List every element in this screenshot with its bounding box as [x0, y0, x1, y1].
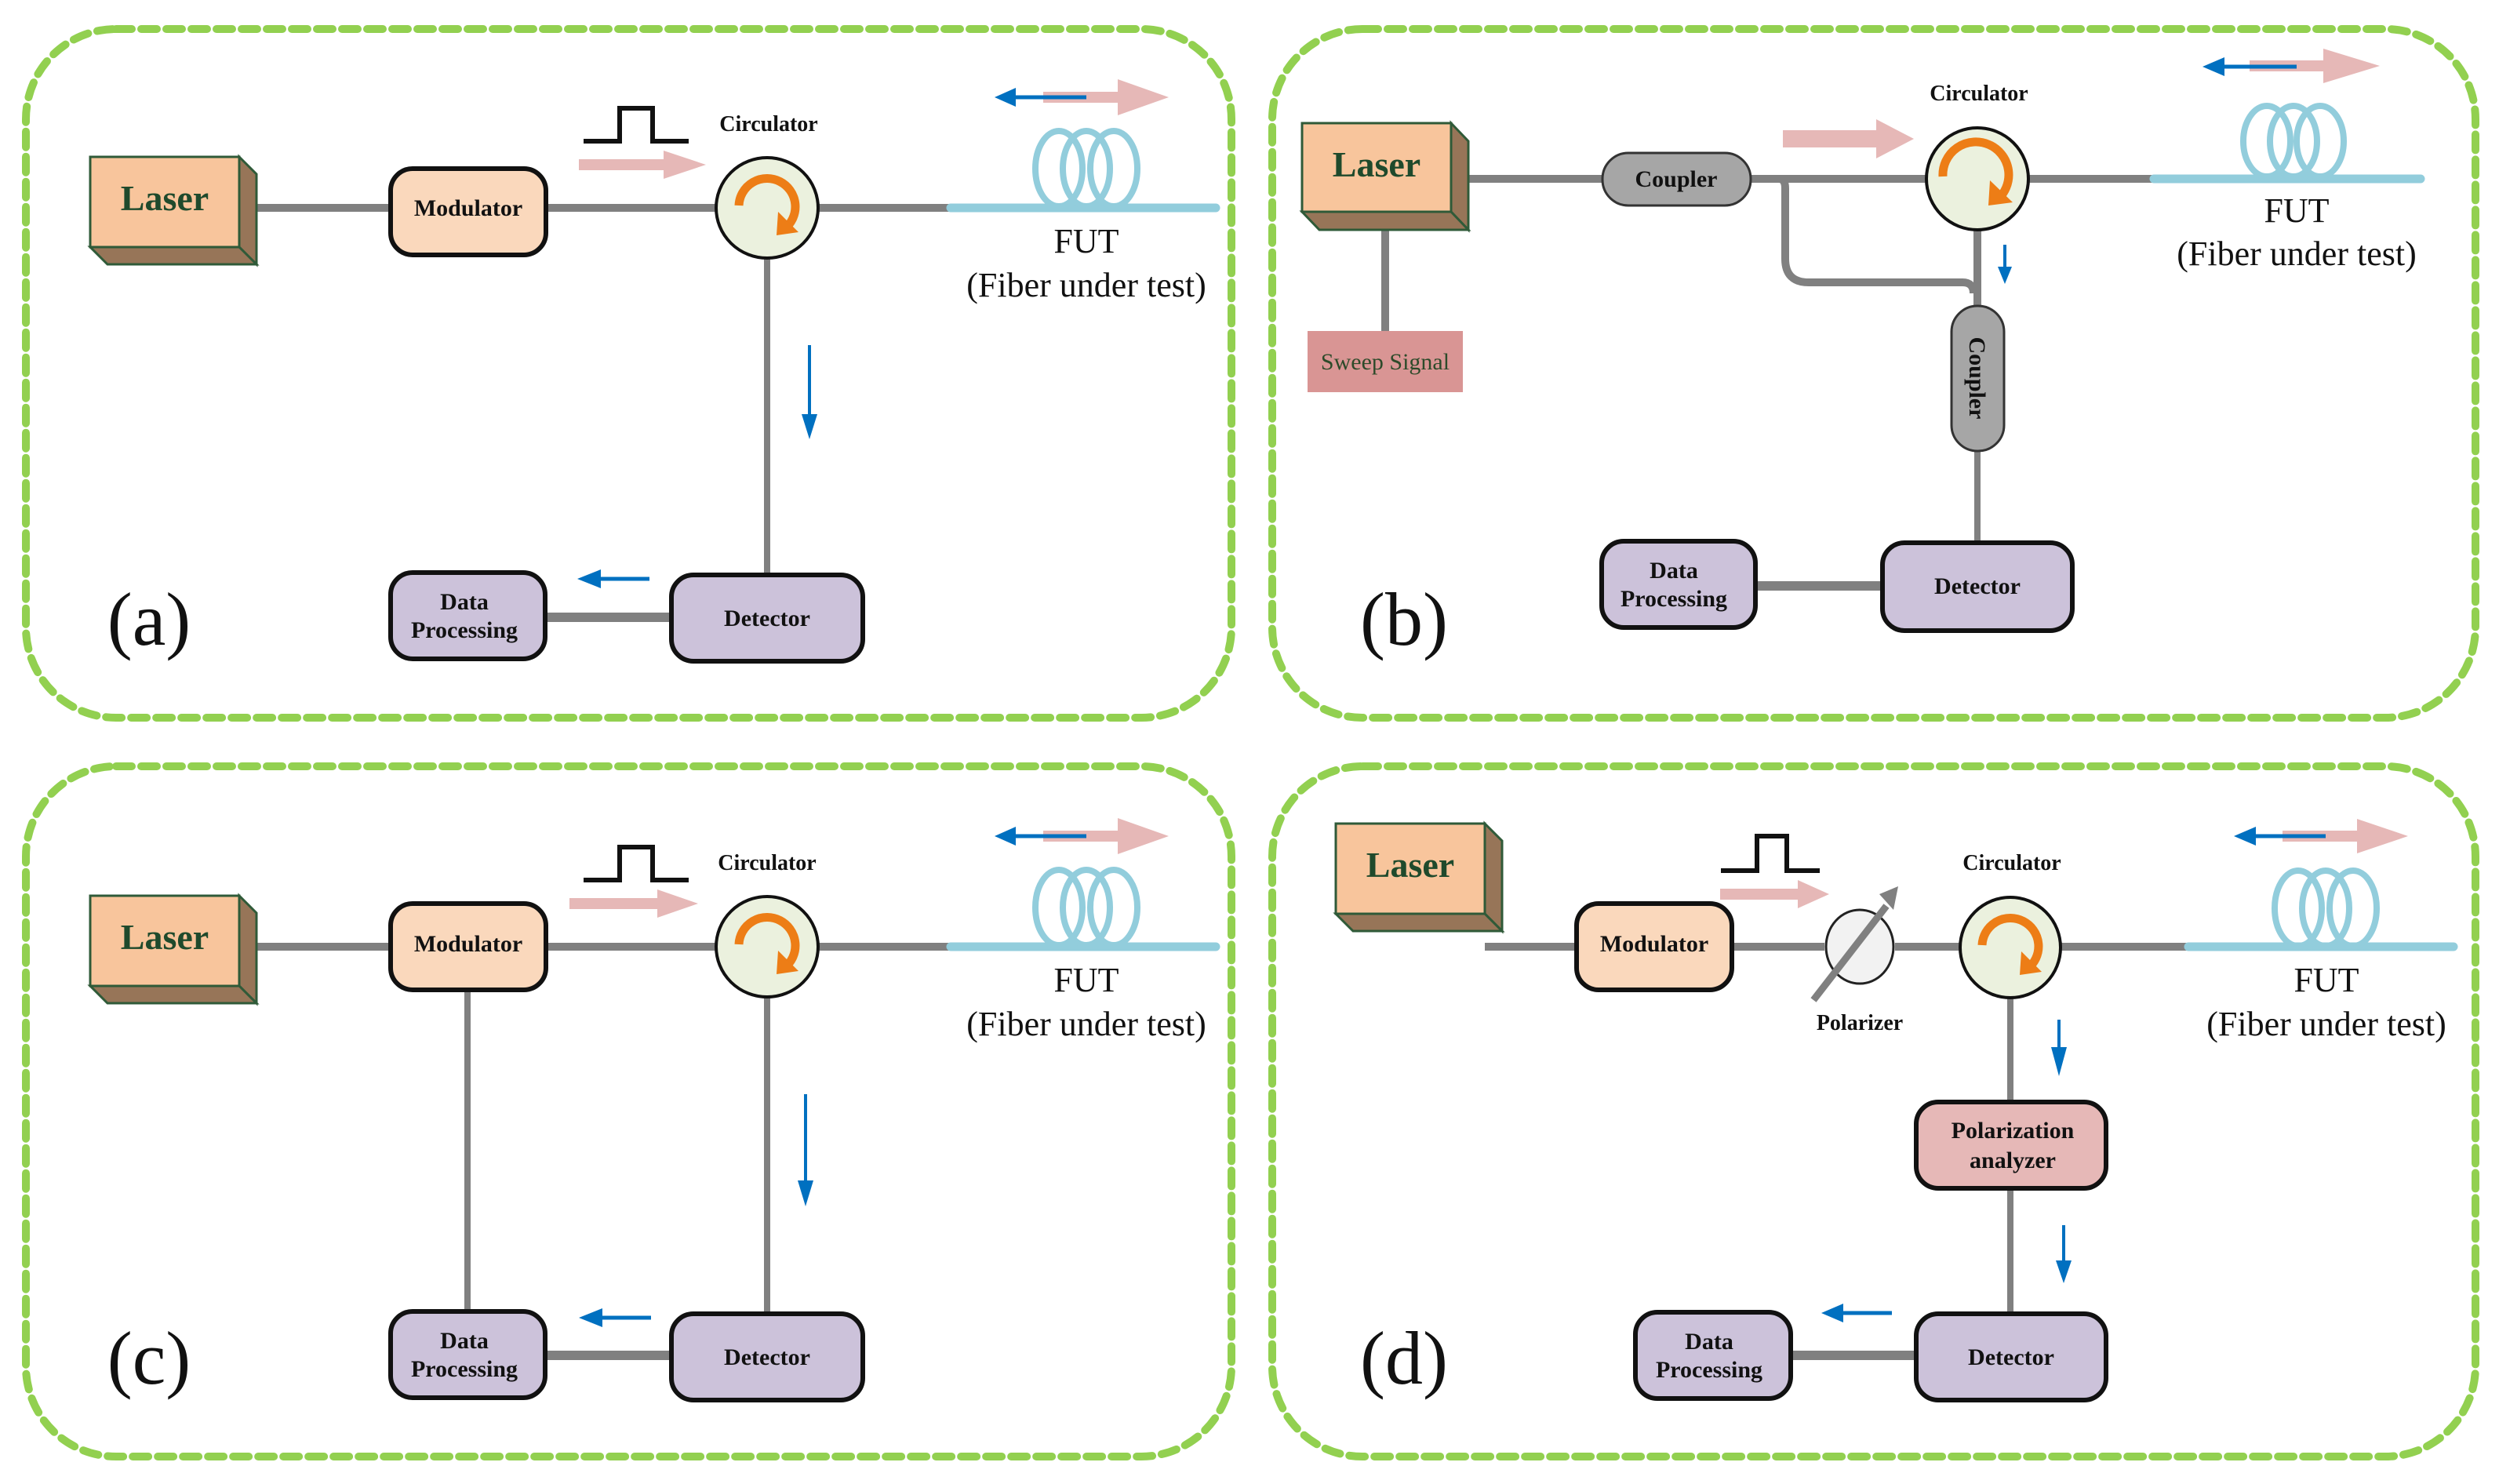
modulator-block: Modulator [1574, 901, 1734, 992]
panel-letter: (a) [107, 577, 191, 661]
down-arrow-icon [1998, 245, 2012, 284]
detector-label: Detector [724, 1344, 810, 1370]
coupler-block: Coupler [1601, 151, 1752, 207]
panel-border [22, 25, 1235, 722]
modulator-label: Modulator [1600, 931, 1708, 957]
data-processing-label-line1: Data [1650, 558, 1698, 584]
pol-analyzer-label-line1: Polarization [1952, 1118, 2075, 1144]
laser-block: Laser [1299, 120, 1471, 233]
circulator-label: Circulator [718, 851, 816, 875]
down-arrow-icon [798, 1094, 813, 1206]
laser-label: Laser [1333, 144, 1420, 184]
data-processing-block: Data Processing [1599, 539, 1758, 630]
coupler-label: Coupler [1635, 166, 1718, 192]
detector-block: Detector [1880, 540, 2075, 633]
fut-label: FUT [1053, 222, 1119, 260]
modulator-block: Modulator [388, 166, 548, 257]
forward-arrow-icon [569, 889, 698, 918]
forward-arrow-icon [579, 151, 706, 179]
detector-block: Detector [1914, 1311, 2108, 1402]
laser-label: Laser [121, 178, 209, 218]
data-processing-label-line2: Processing [1656, 1357, 1762, 1383]
panel-letter: (c) [107, 1316, 191, 1400]
forward-arrow-icon [1720, 880, 1829, 908]
circulator-icon [1959, 896, 2062, 999]
detector-label: Detector [1934, 573, 2021, 599]
data-processing-block: Data Processing [1633, 1310, 1793, 1401]
data-processing-label-line1: Data [440, 589, 489, 615]
panel-border [1268, 762, 2479, 1460]
fut-full-label: (Fiber under test) [966, 1005, 1206, 1043]
data-processing-label-line1: Data [440, 1328, 489, 1354]
coupler-vertical-block: Coupler [1950, 304, 2006, 453]
fiber-coupler-branch [1771, 175, 1977, 294]
fut-label: FUT [2264, 191, 2329, 230]
coupler-vertical-label: Coupler [1964, 337, 1990, 420]
circulator-icon [715, 895, 820, 998]
backscatter-arrow-icon [2203, 57, 2297, 76]
panel-border [1268, 25, 2479, 722]
pulse-icon [584, 106, 689, 144]
circulator-label: Circulator [719, 112, 817, 136]
laser-block: Laser [1333, 820, 1505, 934]
data-processing-block: Data Processing [388, 570, 547, 661]
detector-block: Detector [669, 1311, 865, 1402]
fiber-coil-icon [2240, 103, 2347, 180]
down-arrow-icon [2051, 1020, 2067, 1076]
detector-block: Detector [669, 573, 865, 664]
pol-analyzer-label-line2: analyzer [1970, 1148, 2056, 1173]
circulator-icon [715, 156, 820, 260]
fut-full-label: (Fiber under test) [966, 266, 1206, 304]
down-arrow-icon [2056, 1225, 2072, 1283]
modulator-block: Modulator [388, 901, 548, 992]
modulator-label: Modulator [414, 195, 522, 221]
polarizer-label: Polarizer [1817, 1011, 1903, 1035]
backscatter-arrow-icon [995, 88, 1086, 107]
forward-arrow-icon [1783, 119, 1914, 158]
backscatter-arrow-icon [2234, 827, 2326, 846]
data-processing-label-line2: Processing [411, 617, 518, 643]
fut-label: FUT [1053, 961, 1119, 999]
backscatter-arrow-icon [995, 827, 1086, 846]
fiber-coil-icon [1032, 867, 1140, 948]
pulse-icon [1721, 834, 1820, 873]
pulse-icon [584, 845, 689, 882]
down-arrow-icon [802, 345, 817, 439]
detector-label: Detector [724, 606, 810, 631]
panel-c: Laser Modulator Circulator [22, 762, 1235, 1460]
panel-letter: (b) [1360, 577, 1448, 661]
fiber-coil-icon [1032, 128, 1140, 209]
panel-letter: (d) [1360, 1316, 1448, 1400]
detector-label: Detector [1968, 1344, 2054, 1370]
pol-analyzer-block: Polarization analyzer [1914, 1100, 2108, 1191]
sweep-signal-label: Sweep Signal [1321, 349, 1450, 375]
circulator-label: Circulator [1930, 82, 2028, 106]
panel-a: Laser Modulator Circulator [22, 25, 1235, 722]
fut-label: FUT [2293, 961, 2359, 999]
laser-label: Laser [1366, 845, 1454, 885]
panel-border [22, 762, 1235, 1460]
circulator-label: Circulator [1962, 851, 2061, 875]
panel-d: Laser Modulator Polarizer Circulator [1268, 762, 2479, 1460]
polarizer-icon [1810, 886, 1898, 1002]
fut-full-label: (Fiber under test) [2206, 1005, 2446, 1043]
fiber-coil-icon [2272, 867, 2380, 949]
laser-block: Laser [87, 893, 260, 1006]
left-arrow-icon [579, 1308, 651, 1327]
data-processing-label-line2: Processing [1621, 586, 1727, 612]
data-processing-block: Data Processing [388, 1309, 547, 1400]
fut-full-label: (Fiber under test) [2177, 235, 2416, 273]
laser-label: Laser [121, 917, 209, 957]
data-processing-label-line1: Data [1685, 1329, 1733, 1355]
laser-block: Laser [87, 154, 260, 267]
circulator-icon [1925, 126, 2030, 231]
modulator-label: Modulator [414, 931, 522, 957]
data-processing-label-line2: Processing [411, 1356, 518, 1382]
left-arrow-icon [577, 569, 649, 588]
sweep-signal-block: Sweep Signal [1308, 331, 1463, 392]
panel-b: Laser Sweep Signal Coupler Circulator [1268, 25, 2479, 722]
left-arrow-icon [1821, 1304, 1892, 1322]
